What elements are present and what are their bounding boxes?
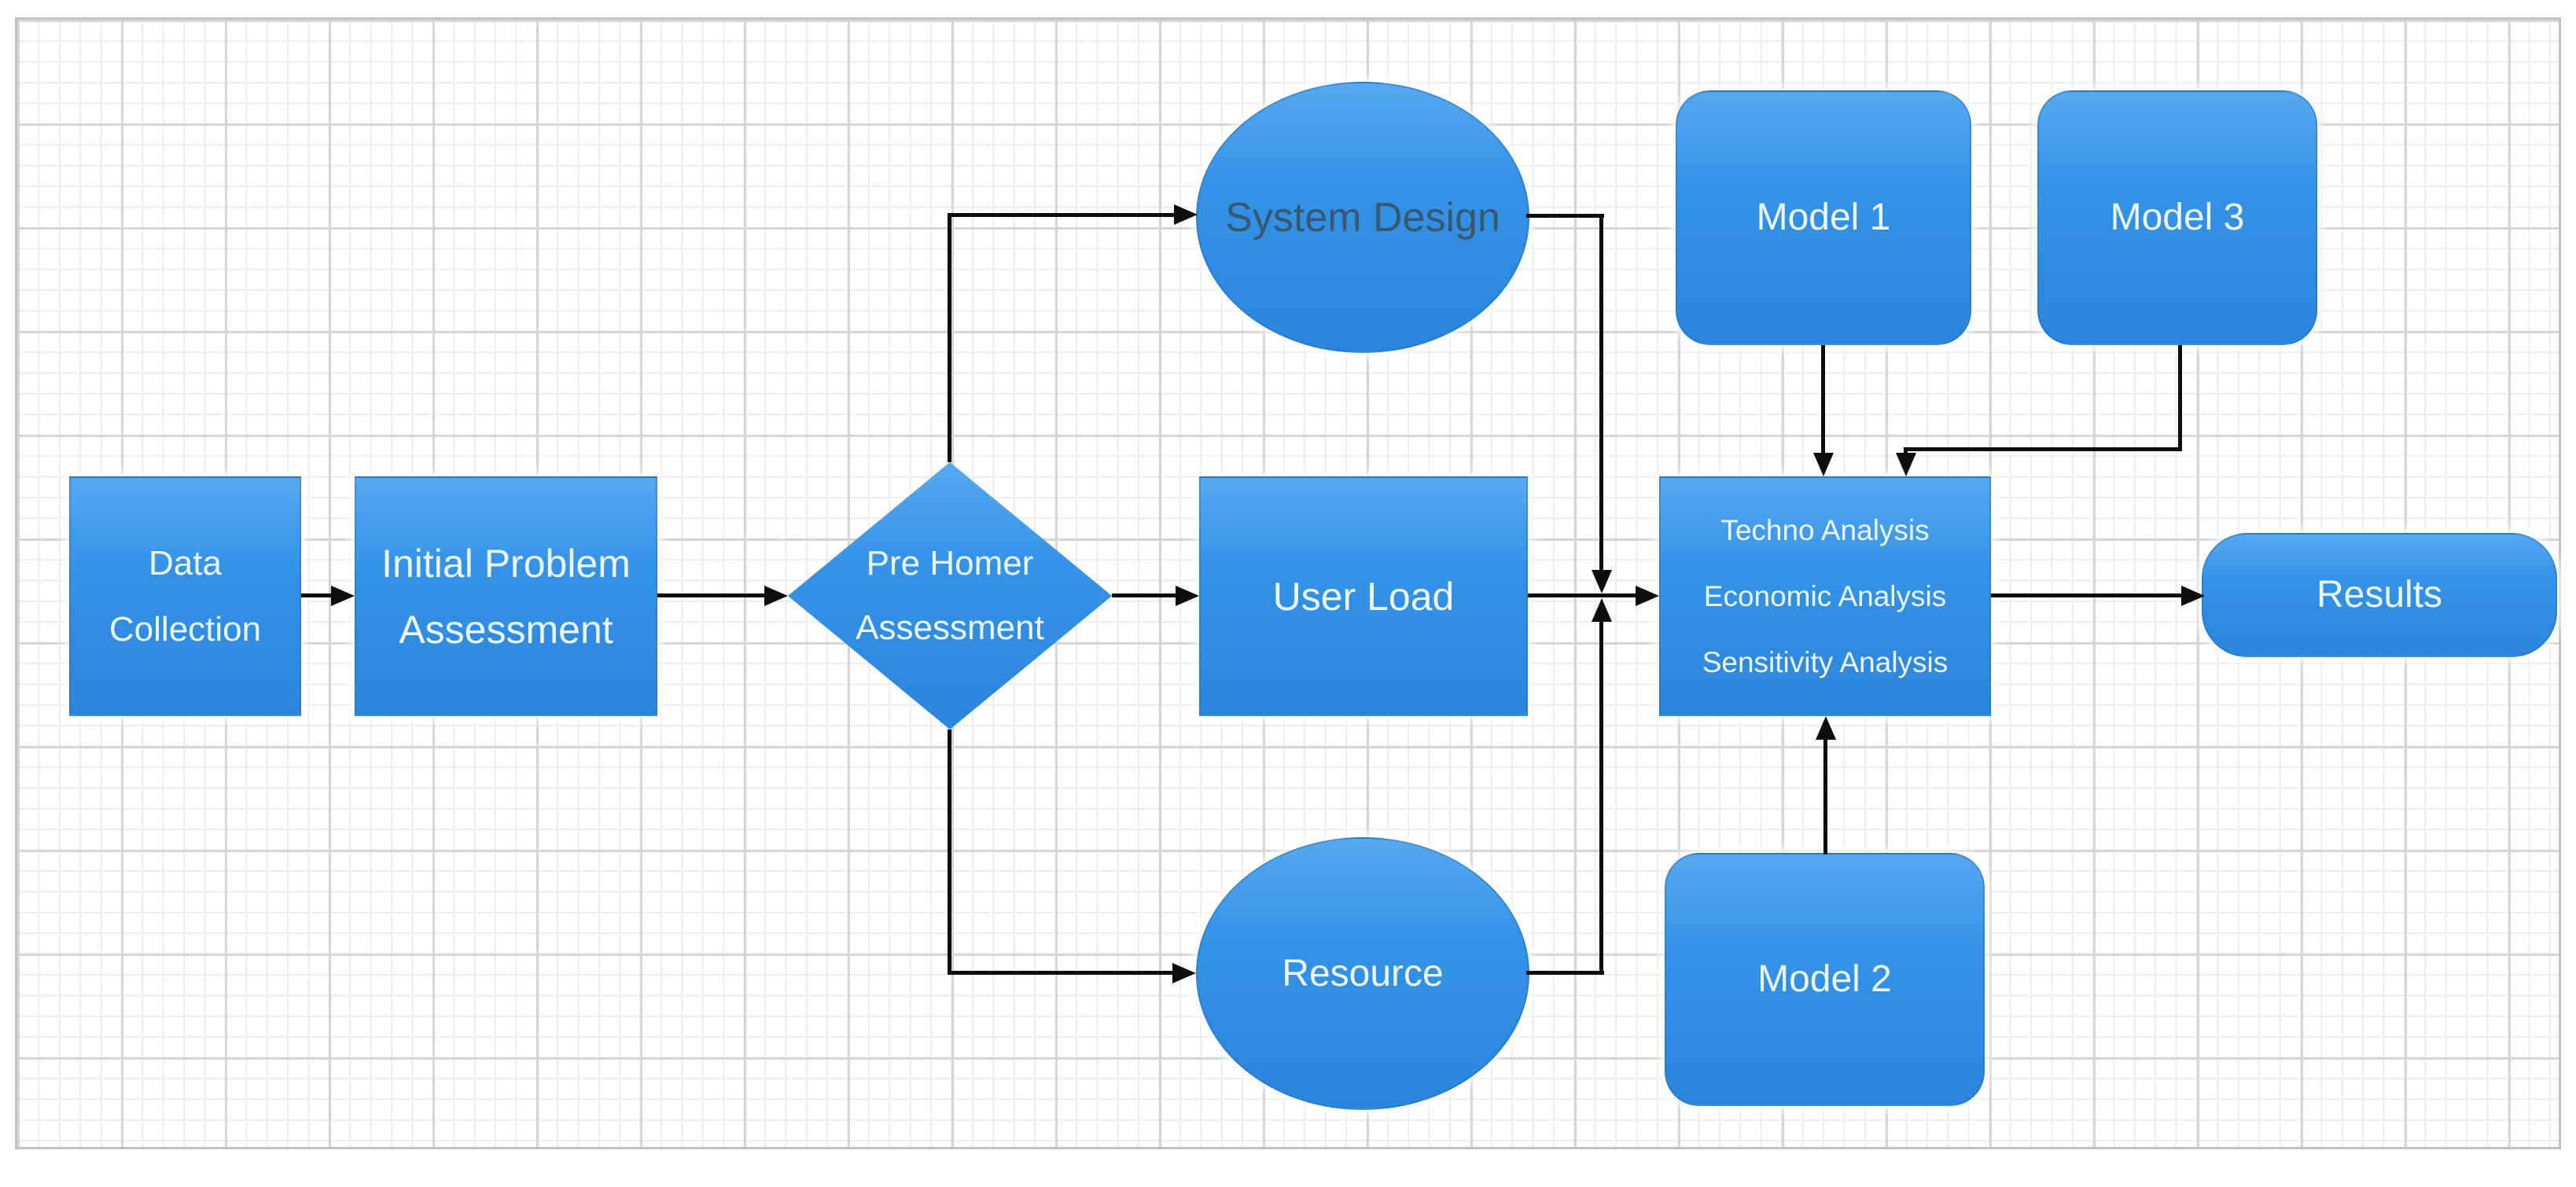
connector-to-system-design — [948, 213, 1174, 217]
arrowhead-model3-into-analysis — [1896, 453, 1916, 476]
node-data-collection: Data Collection — [69, 476, 301, 716]
connector-system-design-down — [1599, 214, 1603, 571]
node-model-1: Model 1 — [1676, 90, 1971, 345]
node-label: Model 2 — [1757, 958, 1892, 1000]
connector-model3-left — [1904, 447, 2182, 451]
arrowhead-junction-up — [1592, 598, 1612, 622]
connector-decision-up — [948, 213, 951, 462]
connector-to-resource — [948, 971, 1172, 975]
arrowhead-model2-into-analysis — [1816, 716, 1836, 740]
node-label: Pre Homer — [866, 544, 1034, 582]
arrowhead-into-decision — [764, 586, 788, 606]
arrowhead-into-analysis-left — [1636, 586, 1659, 606]
node-model-3: Model 3 — [2037, 90, 2317, 345]
arrowhead-into-resource — [1172, 963, 1196, 983]
node-label: Model 3 — [2110, 197, 2245, 238]
connector-initial-to-decision — [657, 594, 764, 597]
node-label: Data — [149, 543, 222, 582]
node-label: Economic Analysis — [1703, 579, 1947, 612]
node-user-load: User Load — [1199, 476, 1528, 716]
connector-user-load-to-analysis — [1528, 594, 1636, 597]
arrowhead-model1-into-analysis — [1813, 453, 1834, 476]
arrowhead-into-results — [2181, 586, 2205, 606]
node-label: Sensitivity Analysis — [1702, 645, 1949, 678]
node-model-2: Model 2 — [1665, 853, 1985, 1106]
node-label: Initial Problem — [381, 541, 631, 586]
connector-model1-down — [1821, 345, 1825, 454]
connector-model2-up — [1823, 738, 1827, 854]
node-results: Results — [2202, 533, 2557, 657]
node-initial-problem-assessment: Initial Problem Assessment — [355, 476, 657, 716]
connector-analysis-to-results — [1991, 594, 2181, 597]
node-label: Results — [2316, 574, 2443, 616]
connector-decision-down — [948, 729, 951, 975]
node-label: Resource — [1282, 952, 1444, 994]
node-analysis: Techno Analysis Economic Analysis Sensit… — [1659, 476, 1991, 716]
arrowhead-into-system-design — [1174, 204, 1198, 225]
node-label: Assessment — [856, 608, 1044, 647]
node-label: Techno Analysis — [1720, 513, 1930, 546]
connector-resource-out — [1526, 971, 1604, 975]
connector-system-design-out — [1526, 214, 1604, 218]
node-label: Assessment — [399, 607, 613, 652]
connector-decision-to-user-load — [1112, 594, 1176, 597]
arrowhead-into-initial-problem — [331, 586, 355, 606]
node-label: User Load — [1272, 574, 1455, 619]
connector-resource-up — [1599, 622, 1603, 975]
connector-model3-down — [2178, 345, 2182, 451]
arrowhead-junction-down — [1592, 570, 1612, 594]
node-label: Collection — [109, 609, 262, 649]
node-label: Model 1 — [1756, 197, 1891, 238]
node-label: System Design — [1225, 194, 1500, 241]
arrowhead-into-user-load — [1176, 586, 1199, 606]
node-resource: Resource — [1196, 837, 1529, 1110]
node-system-design: System Design — [1196, 82, 1529, 353]
connector-data-to-initial — [301, 594, 331, 597]
connector-model3-entry — [1904, 447, 1908, 457]
